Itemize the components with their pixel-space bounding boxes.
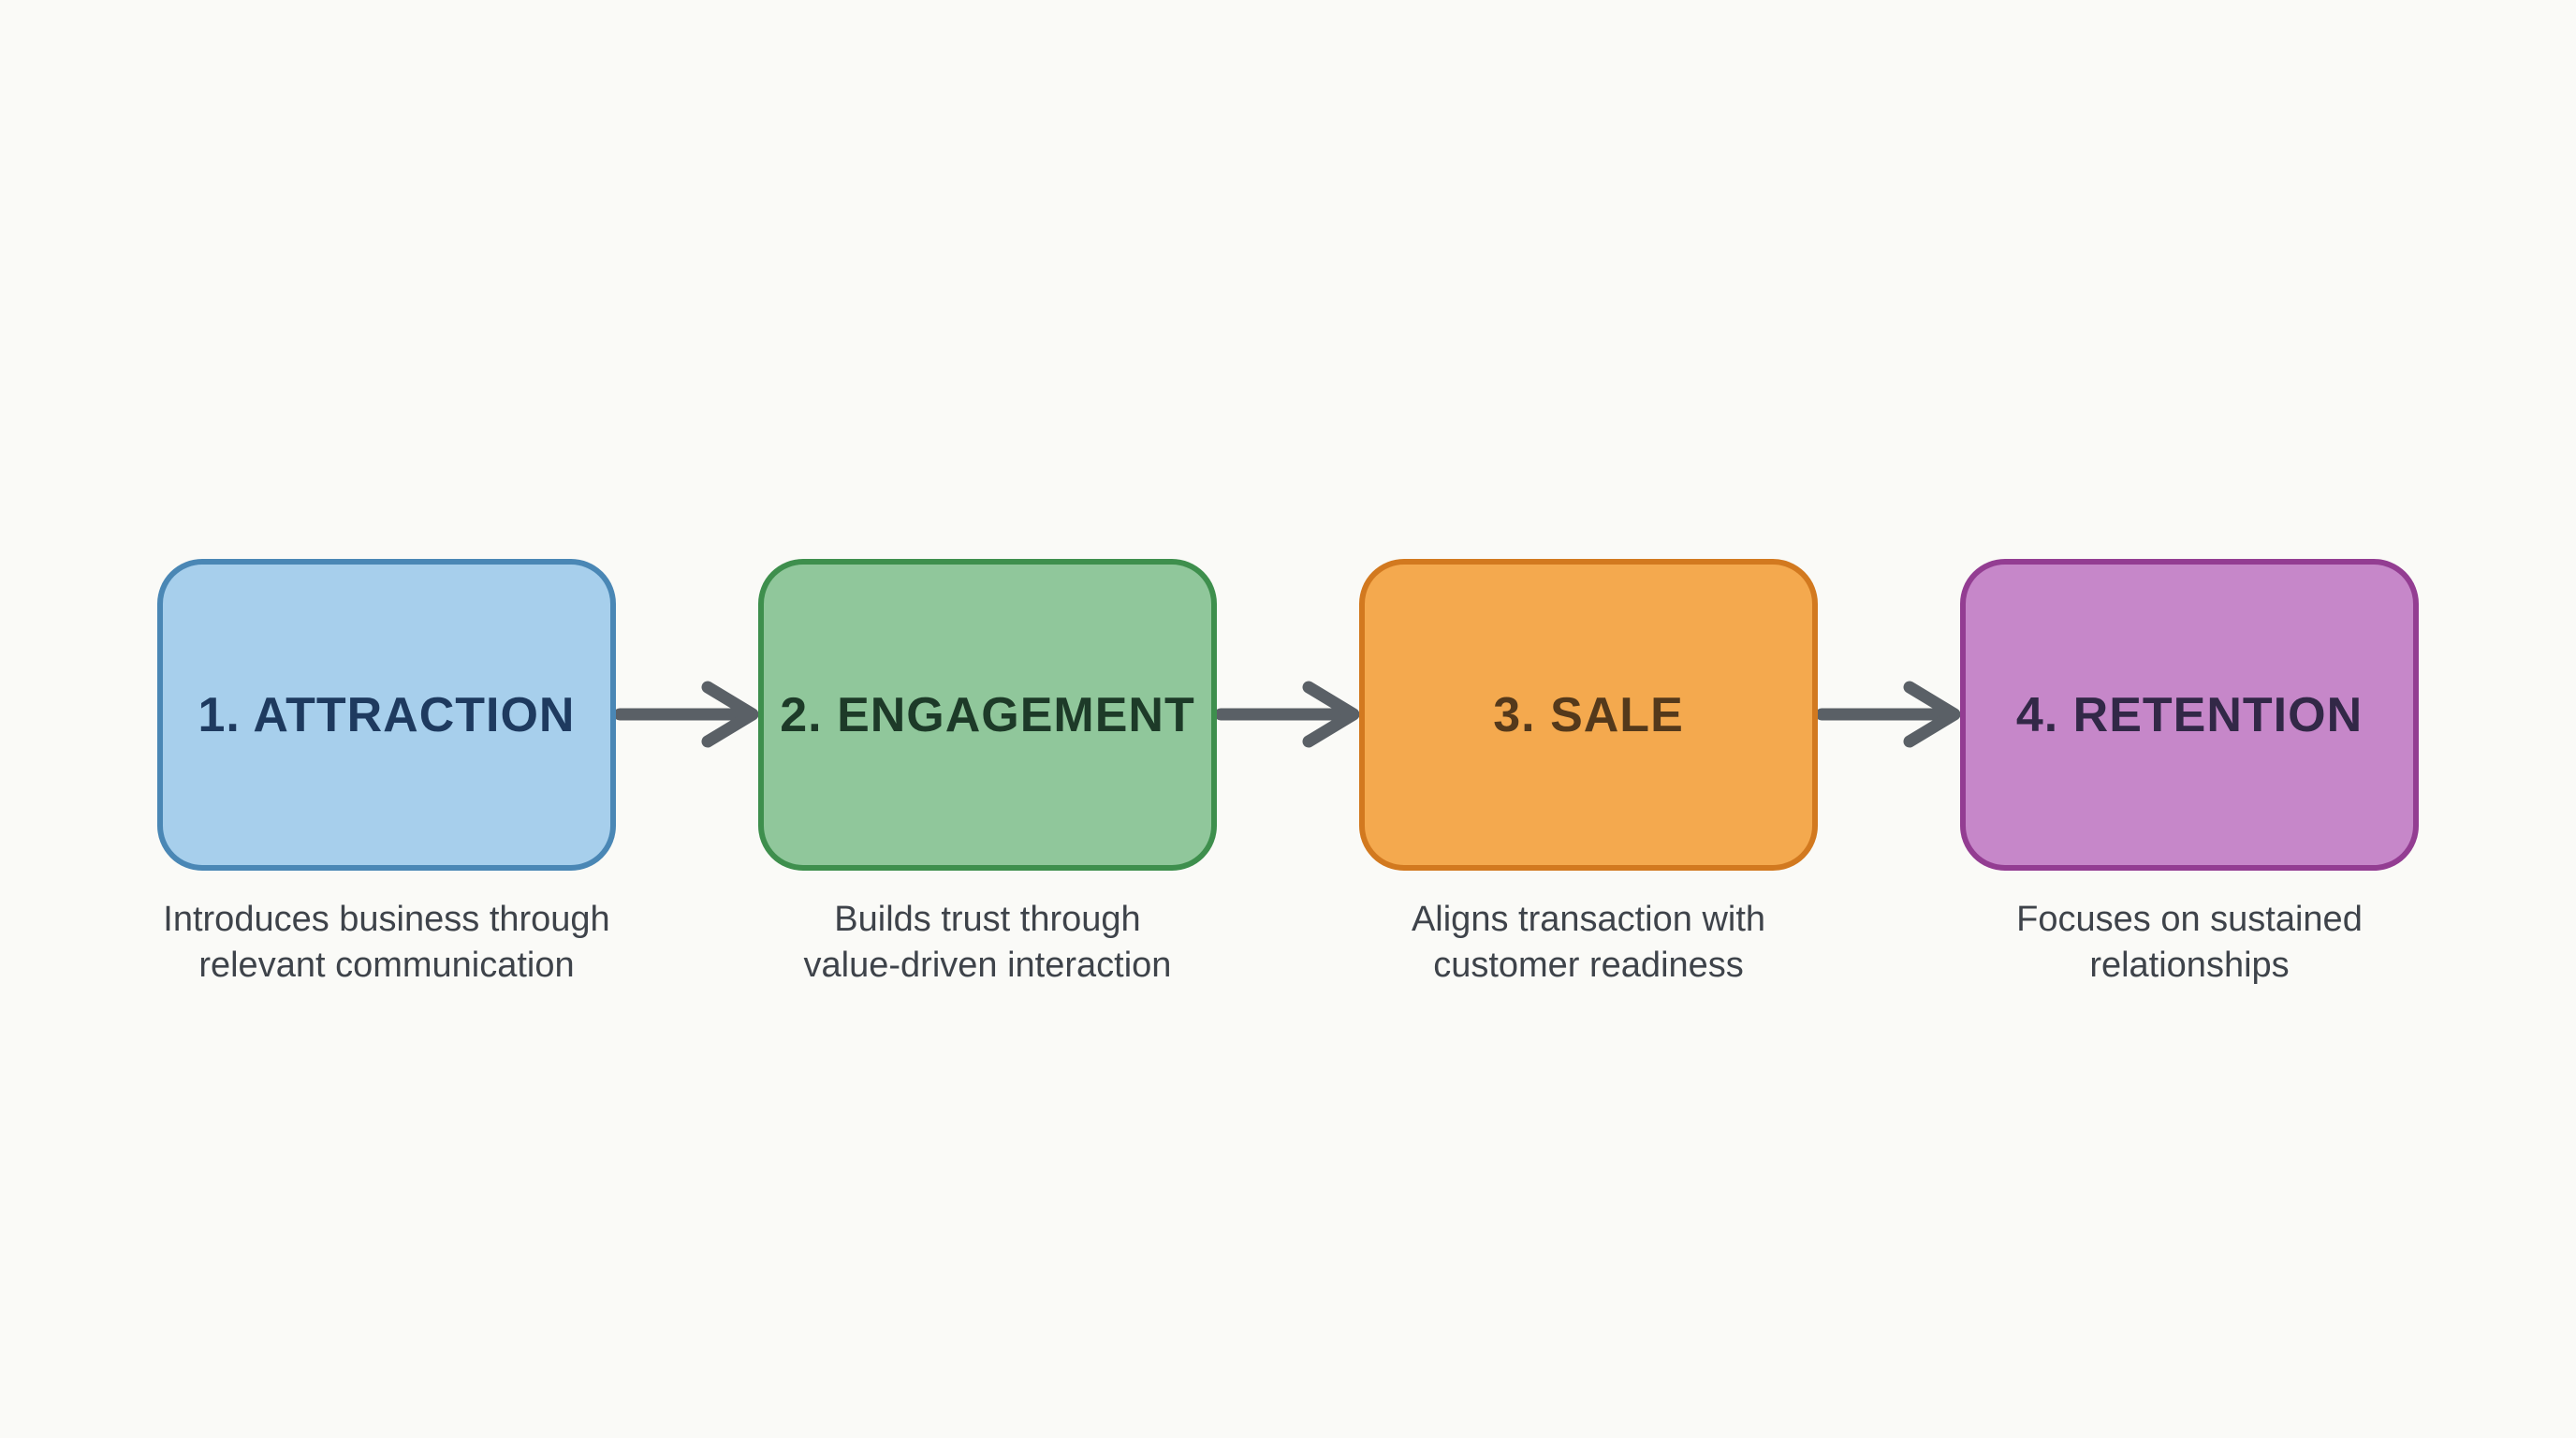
retention-box: 4. RETENTION — [1960, 559, 2419, 871]
sale-title: 3. SALE — [1493, 687, 1684, 742]
arrow-attraction-to-engagement — [616, 677, 758, 752]
sale-caption: Aligns transaction with customer readine… — [1411, 900, 1766, 985]
process-flow-diagram: 1. ATTRACTION Introduces business throug… — [0, 559, 2576, 988]
stage-attraction: 1. ATTRACTION Introduces business throug… — [157, 559, 616, 988]
stage-engagement: 2. ENGAGEMENT Builds trust through value… — [758, 559, 1217, 988]
engagement-box: 2. ENGAGEMENT — [758, 559, 1217, 871]
arrow-sale-to-retention — [1818, 677, 1960, 752]
stage-sale: 3. SALE Aligns transaction with customer… — [1359, 559, 1818, 988]
sale-box: 3. SALE — [1359, 559, 1818, 871]
engagement-title: 2. ENGAGEMENT — [780, 687, 1195, 742]
attraction-box: 1. ATTRACTION — [157, 559, 616, 871]
engagement-caption: Builds trust through value-driven intera… — [803, 900, 1172, 985]
right-arrow-icon — [616, 681, 758, 748]
right-arrow-icon — [1818, 681, 1960, 748]
stage-retention: 4. RETENTION Focuses on sustained relati… — [1960, 559, 2419, 988]
attraction-title: 1. ATTRACTION — [198, 687, 576, 742]
attraction-caption: Introduces business through relevant com… — [163, 900, 610, 985]
right-arrow-icon — [1217, 681, 1359, 748]
retention-title: 4. RETENTION — [2015, 687, 2364, 742]
retention-caption: Focuses on sustained relationships — [2016, 900, 2363, 985]
arrow-engagement-to-sale — [1217, 677, 1359, 752]
